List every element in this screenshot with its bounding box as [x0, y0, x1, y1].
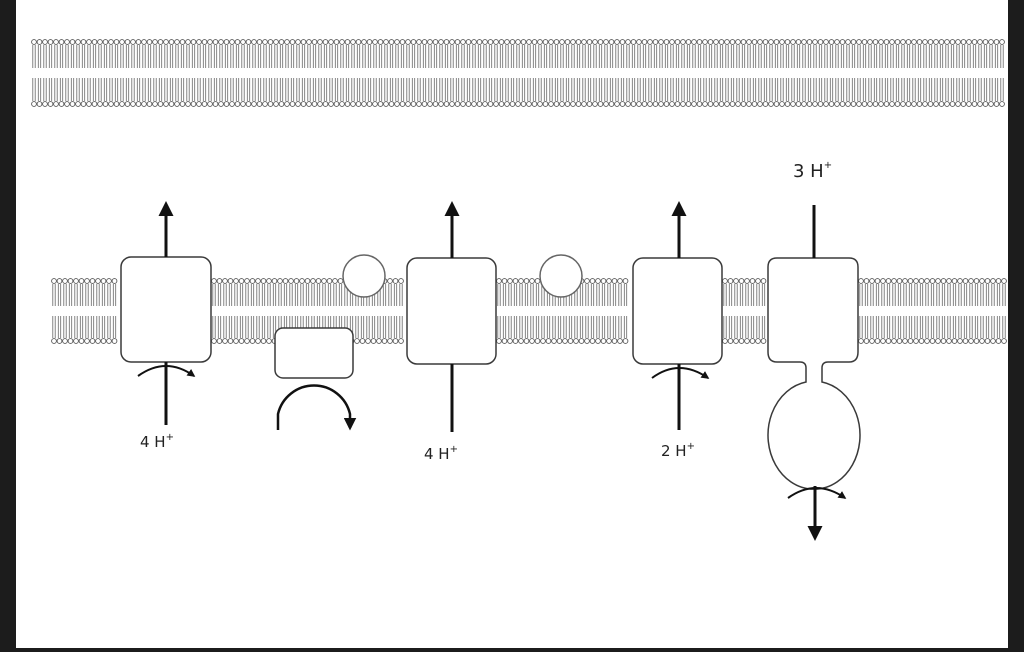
- lipid-bilayer-segment: [31, 39, 1005, 107]
- complex1-proton-label: 4 H+: [140, 432, 174, 451]
- complex4-proton-label: 2 H+: [661, 441, 695, 460]
- lipid-bilayer-segment: [211, 278, 404, 344]
- atp-synthase: [767, 205, 861, 541]
- redox-curved-arrow: [276, 384, 357, 431]
- inner-membrane: [51, 278, 1007, 344]
- lipid-bilayer-segment: [858, 278, 1007, 344]
- electron-transport-chain-diagram: 4 H+ 4 H+ 2 H+ 3 H+: [31, 39, 1007, 541]
- rotation-curved-arrow: [787, 487, 847, 499]
- ubiquinone-carrier: [342, 254, 386, 298]
- complex-4: [632, 201, 723, 430]
- complex3-proton-label: 4 H+: [424, 444, 458, 463]
- complex-3: [406, 201, 497, 432]
- diagram-canvas: 4 H+ 4 H+ 2 H+ 3 H+: [16, 0, 1008, 648]
- lipid-bilayer-segment: [722, 278, 767, 344]
- complex-2: [274, 327, 357, 431]
- cytochrome-c-carrier: [539, 254, 583, 298]
- complex-1: [120, 201, 212, 425]
- redox-curved-arrow: [651, 367, 710, 379]
- lipid-bilayer-segment: [51, 278, 118, 344]
- redox-curved-arrow: [137, 365, 196, 377]
- synthase-proton-label: 3 H+: [793, 160, 832, 182]
- outer-membrane: [31, 39, 1005, 107]
